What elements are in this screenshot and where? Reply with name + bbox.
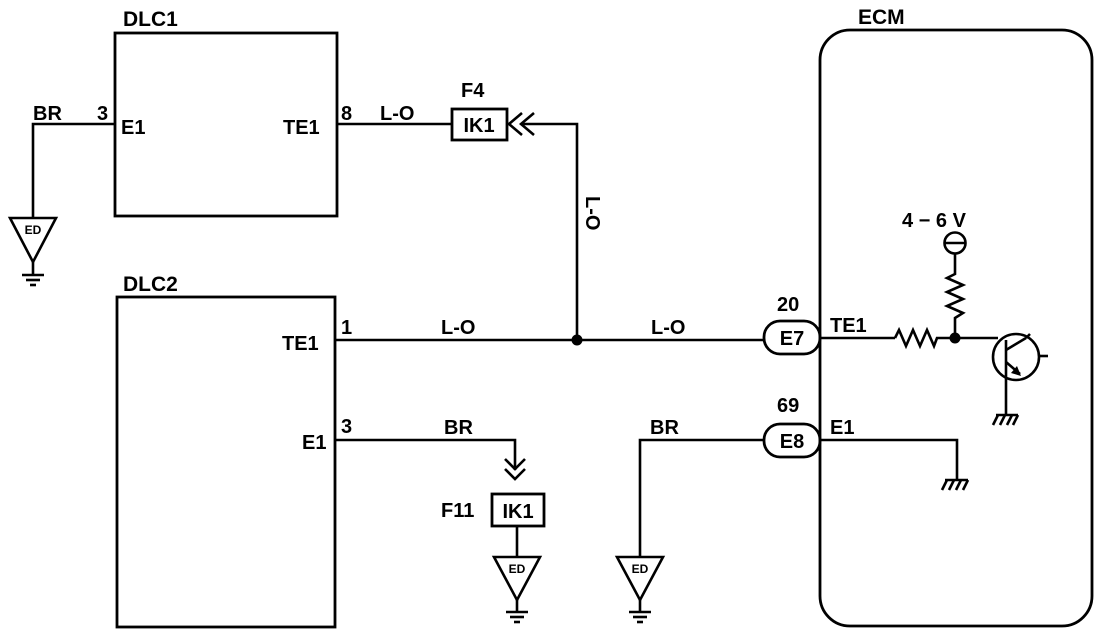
splice-point: [571, 334, 583, 346]
terminal-e7: 20 E7: [762, 294, 822, 356]
dlc1-connector: DLC1 E1 3 TE1 8: [97, 8, 352, 218]
dlc2-pin-te1-number: 1: [341, 317, 352, 339]
wire-dlc1-br-label: BR: [33, 103, 62, 125]
connector-f4-id: F4: [461, 80, 485, 102]
ecm-te1-circuit: TE1 4 − 6 V: [820, 210, 998, 350]
wire-dlc2-br-label: BR: [444, 417, 473, 439]
ecm-voltage-label: 4 − 6 V: [902, 210, 967, 232]
wire-ecm-br-label: BR: [650, 417, 679, 439]
ground-ed-dlc1: ED: [7, 216, 59, 287]
connector-f11-label: IK1: [502, 501, 533, 523]
ground-ed-dlc1-label: ED: [25, 223, 42, 237]
dlc2-pin-e1-number: 3: [341, 416, 352, 438]
wire-vertical-lo-label: L-O: [581, 196, 603, 230]
wire-dlc2-br: BR: [335, 417, 526, 481]
chassis-ground-transistor-icon: [991, 413, 1020, 426]
dlc2-box: [115, 295, 337, 629]
ecm-e1-circuit: E1: [820, 417, 970, 491]
dlc2-pin-e1-name: E1: [302, 432, 326, 454]
connector-f11-id: F11: [441, 500, 474, 522]
wire-dlc1-br: BR: [31, 103, 115, 218]
connector-f4: F4 IK1: [450, 80, 535, 142]
connector-f11: F11 IK1: [441, 492, 546, 557]
dlc1-pin-e1-number: 3: [97, 103, 108, 125]
connector-f4-box: [450, 107, 509, 142]
wire-vertical-lo: L-O: [521, 122, 603, 340]
resistor-pullup: [943, 254, 967, 338]
dlc2-title: DLC2: [123, 273, 178, 296]
resistor-series: [893, 326, 955, 350]
ecm-title: ECM: [858, 6, 905, 29]
dlc1-pin-te1-name: TE1: [283, 117, 320, 139]
wire-dlc1-lo-label: L-O: [380, 103, 414, 125]
terminal-e8-pin-number: 69: [777, 395, 799, 417]
connector-f4-label: IK1: [463, 115, 494, 137]
ecm-pin-e1-name: E1: [830, 417, 854, 439]
wire-ecm-br: BR: [638, 417, 764, 557]
wire-ecm-lo-label: L-O: [651, 317, 685, 339]
ecm-pin-te1-name: TE1: [830, 315, 867, 337]
ground-ed-ecm-label: ED: [632, 562, 649, 576]
dlc1-title: DLC1: [123, 8, 178, 31]
ground-ed-f11-label: ED: [509, 562, 526, 576]
terminal-e7-pin-number: 20: [777, 294, 799, 316]
ground-ed-f11: ED: [491, 555, 543, 624]
wire-dlc2-lo-label: L-O: [441, 317, 475, 339]
ground-ed-ecm: ED: [614, 555, 666, 624]
dlc1-pin-e1-name: E1: [121, 117, 145, 139]
dlc1-pin-te1-number: 8: [341, 103, 352, 125]
dlc2-connector: DLC2 TE1 1 E1 3: [115, 273, 352, 629]
dlc2-pin-te1-name: TE1: [282, 333, 319, 355]
ecm-unit: ECM: [818, 6, 1094, 628]
terminal-e7-label: E7: [780, 328, 804, 350]
wire-dlc2-lo: L-O L-O: [335, 317, 764, 346]
ecm-box: [818, 28, 1094, 628]
transistor-icon: [991, 332, 1048, 415]
terminal-e8: 69 E8: [762, 395, 822, 459]
wire-dlc1-lo: L-O: [337, 103, 452, 126]
terminal-e8-label: E8: [780, 431, 804, 453]
